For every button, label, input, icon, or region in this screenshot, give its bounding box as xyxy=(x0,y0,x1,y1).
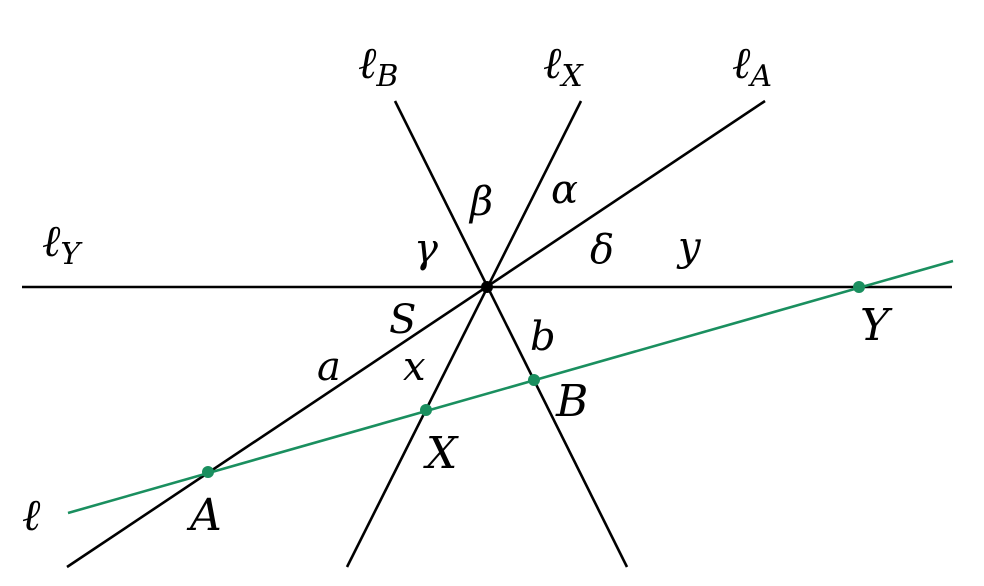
line-l-b xyxy=(393,100,629,568)
segment-label-x: x xyxy=(403,344,426,390)
point-label-y: Y xyxy=(860,300,893,351)
center-point-s xyxy=(481,281,493,293)
label-l-y: ℓY xyxy=(42,216,83,272)
angle-label-gamma: γ xyxy=(414,226,438,272)
segment-label-a: a xyxy=(317,344,341,390)
point-b xyxy=(528,374,540,386)
segment-label-b: b xyxy=(530,314,556,360)
line-l-x xyxy=(345,100,583,568)
segment-label-y: y xyxy=(676,224,702,270)
point-label-a: A xyxy=(186,490,222,541)
point-y xyxy=(853,281,865,293)
point-label-x: X xyxy=(423,428,459,479)
angle-label-delta: δ xyxy=(590,227,614,273)
point-x xyxy=(420,404,432,416)
label-l: ℓ xyxy=(22,490,41,541)
angle-label-alpha: α xyxy=(551,167,578,213)
label-l-x: ℓX xyxy=(543,38,584,94)
line-l xyxy=(67,259,954,515)
point-label-b: B xyxy=(555,376,588,427)
label-l-b: ℓB xyxy=(358,38,398,94)
angle-label-beta: β xyxy=(468,179,493,225)
label-l-a: ℓA xyxy=(732,38,772,94)
center-label-s: S xyxy=(389,297,416,343)
point-a xyxy=(202,466,214,478)
line-l-a xyxy=(66,99,766,569)
